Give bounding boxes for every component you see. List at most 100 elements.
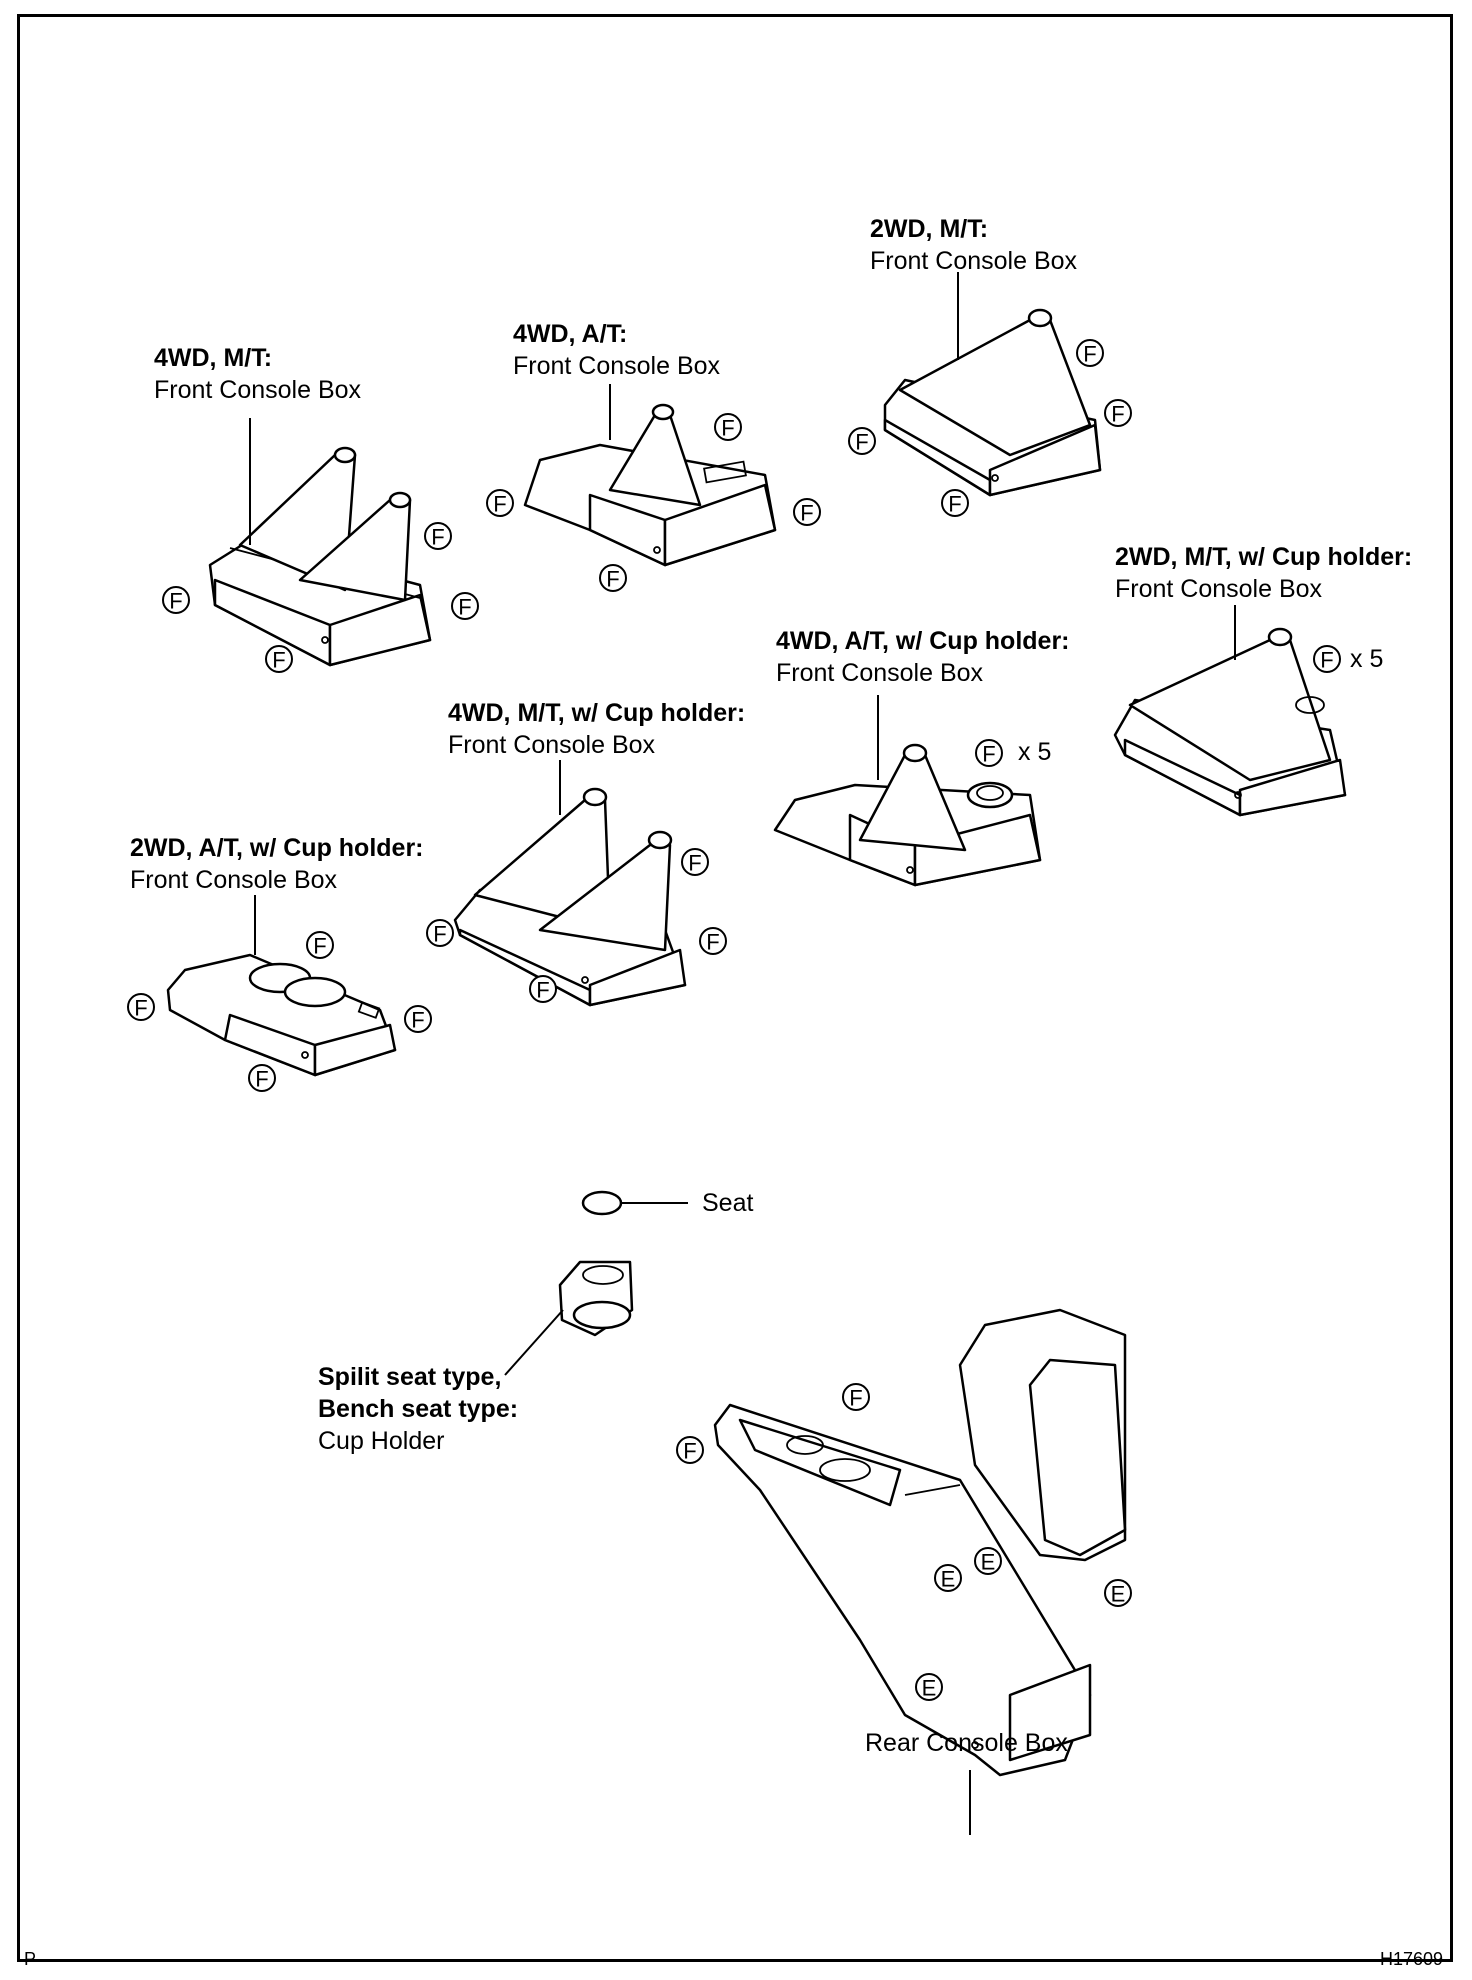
label-seat: Seat [702, 1187, 753, 1219]
clip-marker: F [248, 1064, 276, 1092]
clip-marker: F [162, 586, 190, 614]
label-4wd-mt-sub: Front Console Box [154, 376, 362, 404]
clip-marker: E [1104, 1579, 1132, 1607]
label-2wd-mt: 2WD, M/T: Front Console Box [870, 213, 1077, 277]
svg-text:F: F [688, 851, 701, 876]
svg-text:F: F [1083, 342, 1096, 367]
cup-holder-part [504, 1260, 634, 1376]
svg-text:F: F [272, 648, 285, 673]
clip-marker: E [974, 1547, 1002, 1575]
clip-marker: F [486, 489, 514, 517]
clip-marker: F [941, 489, 969, 517]
label-4wd-mt-header: 4WD, M/T: [154, 344, 273, 372]
label-cup-holder-header1: Spilit seat type, [318, 1363, 502, 1391]
clip-marker: E [915, 1673, 943, 1701]
label-rear-console-text: Rear Console Box [865, 1729, 1068, 1757]
svg-text:F: F [706, 930, 719, 955]
label-4wd-at-cup-sub: Front Console Box [776, 659, 984, 687]
label-2wd-at-cup: 2WD, A/T, w/ Cup holder: Front Console B… [130, 832, 424, 896]
clip-marker: F [714, 413, 742, 441]
svg-text:F: F [458, 595, 471, 620]
clip-marker: F [265, 645, 293, 673]
label-cup-holder-sub: Cup Holder [318, 1427, 445, 1455]
label-4wd-at-cup: 4WD, A/T, w/ Cup holder: Front Console B… [776, 625, 1070, 689]
clip-marker: F [1076, 339, 1104, 367]
label-2wd-mt-cup-header: 2WD, M/T, w/ Cup holder: [1115, 543, 1413, 571]
console-4wd-mt-cup [453, 760, 687, 1007]
clip-marker: F [306, 931, 334, 959]
label-4wd-at-sub: Front Console Box [513, 352, 721, 380]
label-2wd-mt-header: 2WD, M/T: [870, 215, 989, 243]
label-2wd-mt-sub: Front Console Box [870, 247, 1078, 275]
label-rear-console: Rear Console Box [865, 1727, 1068, 1759]
label-2wd-mt-cup: 2WD, M/T, w/ Cup holder: Front Console B… [1115, 541, 1412, 605]
clip-marker: F [1104, 399, 1132, 427]
label-4wd-mt-cup-sub: Front Console Box [448, 731, 656, 759]
clip-marker: F [1313, 645, 1341, 673]
quantity-label-2wd-mt-cup: x 5 [1350, 643, 1383, 675]
label-4wd-mt: 4WD, M/T: Front Console Box [154, 342, 361, 406]
svg-text:F: F [313, 934, 326, 959]
clip-marker: F [975, 739, 1003, 767]
label-cup-holder-header2: Bench seat type: [318, 1395, 519, 1423]
svg-text:E: E [981, 1550, 996, 1575]
rear-console-part [713, 1308, 1127, 1835]
clip-marker: F [451, 592, 479, 620]
clip-marker: F [529, 975, 557, 1003]
console-2wd-mt [883, 272, 1102, 497]
label-cup-holder: Spilit seat type, Bench seat type: Cup H… [318, 1361, 518, 1457]
quantity-label-4wd-at-cup: x 5 [1018, 736, 1051, 768]
svg-text:F: F [855, 430, 868, 455]
console-2wd-at-cup [166, 895, 397, 1077]
svg-text:F: F [169, 589, 182, 614]
svg-text:F: F [431, 525, 444, 550]
svg-text:F: F [433, 922, 446, 947]
svg-text:E: E [922, 1676, 937, 1701]
svg-text:F: F [800, 501, 813, 526]
clip-marker: F [848, 427, 876, 455]
svg-text:F: F [606, 567, 619, 592]
label-4wd-at: 4WD, A/T: Front Console Box [513, 318, 720, 382]
svg-text:F: F [948, 492, 961, 517]
console-4wd-at-cup [773, 695, 1042, 887]
svg-text:F: F [411, 1008, 424, 1033]
svg-text:F: F [255, 1067, 268, 1092]
clip-marker: F [793, 498, 821, 526]
svg-text:F: F [493, 492, 506, 517]
label-2wd-mt-cup-sub: Front Console Box [1115, 575, 1323, 603]
svg-text:E: E [941, 1567, 956, 1592]
clip-marker: F [599, 564, 627, 592]
clip-marker: F [426, 919, 454, 947]
clip-marker: E [934, 1564, 962, 1592]
label-2wd-at-cup-sub: Front Console Box [130, 866, 338, 894]
svg-text:E: E [1111, 1582, 1126, 1607]
svg-text:F: F [721, 416, 734, 441]
clip-marker: F [842, 1383, 870, 1411]
svg-text:F: F [134, 996, 147, 1021]
clip-marker: F [404, 1005, 432, 1033]
label-2wd-at-cup-header: 2WD, A/T, w/ Cup holder: [130, 834, 424, 862]
seat-part [581, 1190, 688, 1216]
clip-marker: F [127, 993, 155, 1021]
clip-marker: F [699, 927, 727, 955]
svg-text:F: F [1320, 648, 1333, 673]
console-4wd-mt [208, 418, 432, 667]
svg-text:F: F [849, 1386, 862, 1411]
diagram-frame [17, 14, 1453, 1962]
svg-text:F: F [1111, 402, 1124, 427]
clip-marker: F [676, 1436, 704, 1464]
label-4wd-at-header: 4WD, A/T: [513, 320, 628, 348]
label-seat-text: Seat [702, 1189, 754, 1217]
svg-text:F: F [536, 978, 549, 1003]
svg-text:F: F [982, 742, 995, 767]
label-4wd-mt-cup-header: 4WD, M/T, w/ Cup holder: [448, 699, 746, 727]
label-4wd-mt-cup: 4WD, M/T, w/ Cup holder: Front Console B… [448, 697, 745, 761]
clip-marker: F [681, 848, 709, 876]
corner-code-right: H17609 [1380, 1949, 1444, 1969]
svg-text:F: F [683, 1439, 696, 1464]
console-2wd-mt-cup [1113, 605, 1347, 817]
corner-code-left: P [24, 1949, 37, 1969]
clip-marker: F [424, 522, 452, 550]
